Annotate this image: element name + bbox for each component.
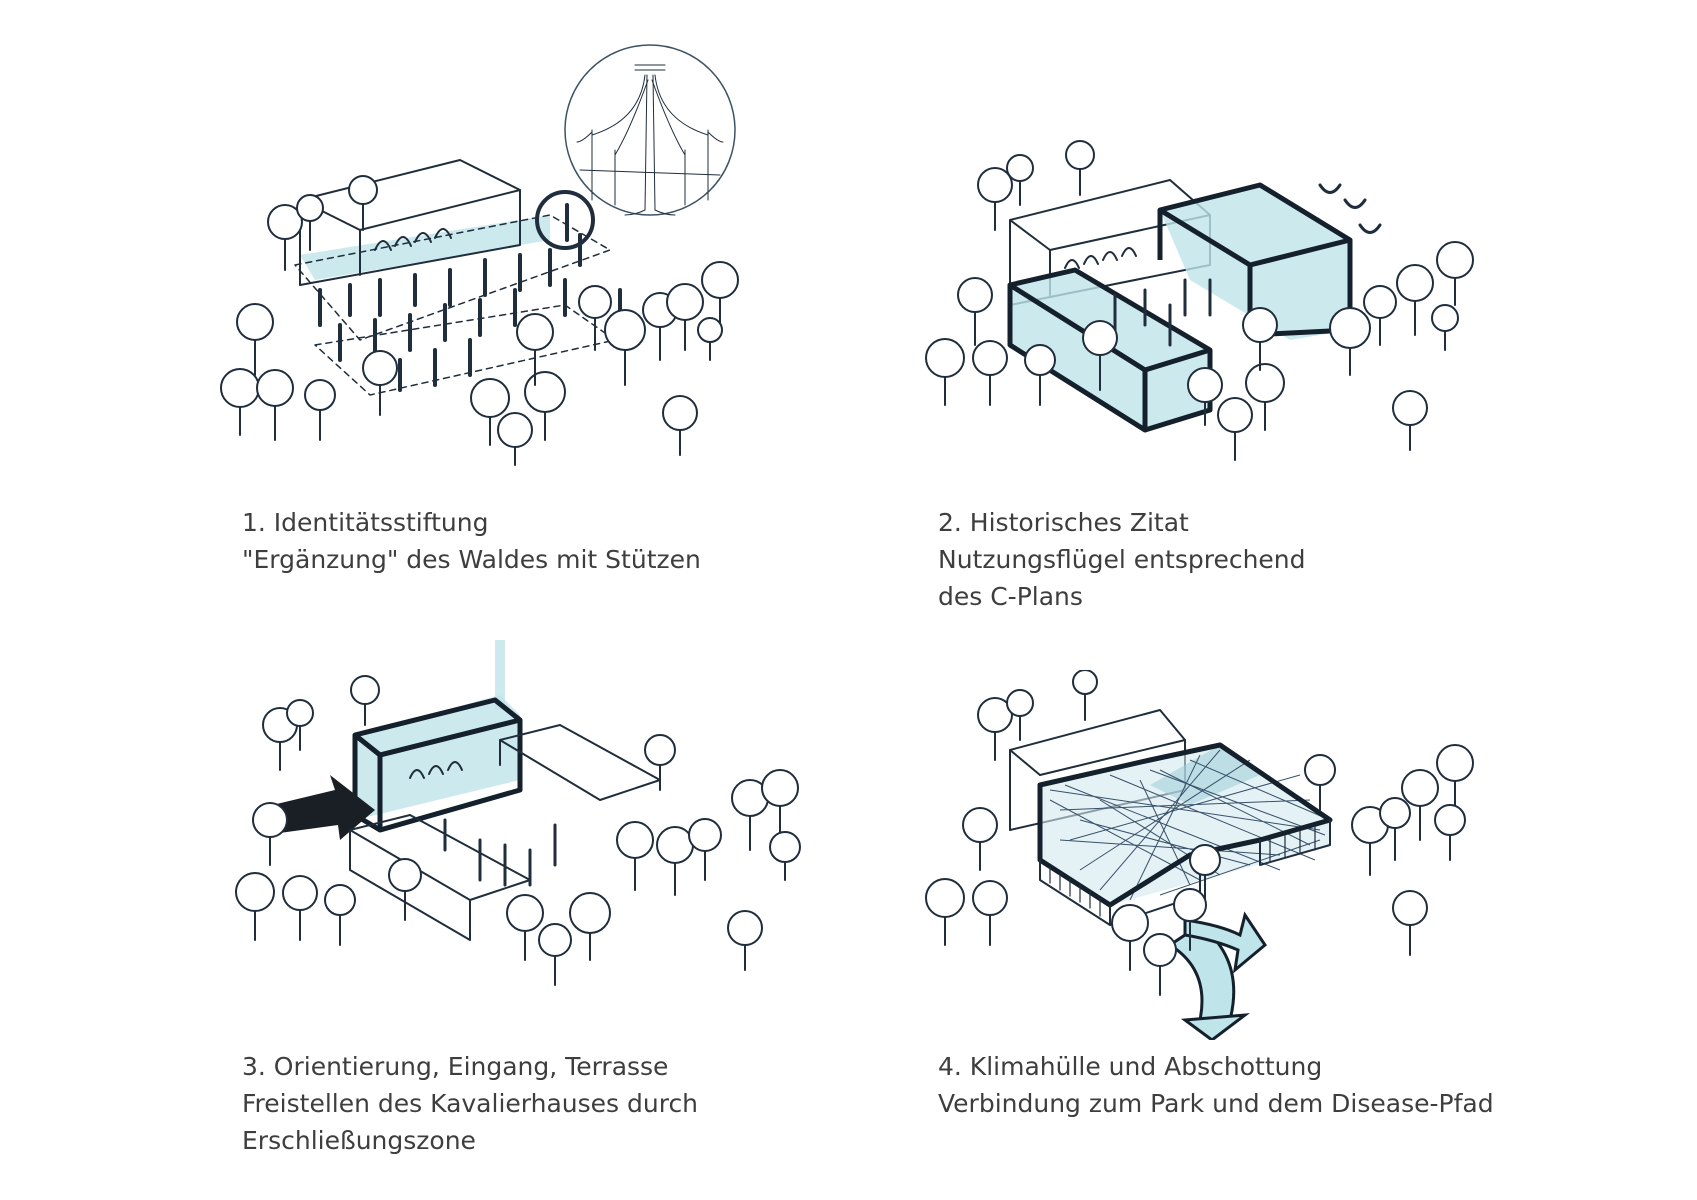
inset-tree-column bbox=[564, 44, 736, 216]
caption-1: 1. Identitätsstiftung "Ergänzung" des Wa… bbox=[242, 504, 701, 578]
caption-3-line-3: Erschließungszone bbox=[242, 1126, 476, 1155]
sketch-3-entrance bbox=[235, 640, 801, 986]
caption-1-title: 1. Identitätsstiftung bbox=[242, 508, 489, 537]
caption-3-title: 3. Orientierung, Eingang, Terrasse bbox=[242, 1052, 669, 1081]
sketch-2-wings bbox=[925, 140, 1474, 461]
caption-2-title: 2. Historisches Zitat bbox=[938, 508, 1189, 537]
caption-4: 4. Klimahülle und Abschottung Verbindung… bbox=[938, 1048, 1494, 1122]
caption-3-line-2: Freistellen des Kavalierhauses durch bbox=[242, 1089, 699, 1118]
caption-2-line-3: des C-Plans bbox=[938, 582, 1083, 611]
caption-4-title: 4. Klimahülle und Abschottung bbox=[938, 1052, 1323, 1081]
caption-2-line-2: Nutzungsflügel entsprechend bbox=[938, 545, 1306, 574]
caption-4-line-2: Verbindung zum Park und dem Disease-Pfad bbox=[938, 1089, 1494, 1118]
caption-2: 2. Historisches Zitat Nutzungsflügel ent… bbox=[938, 504, 1306, 615]
caption-3: 3. Orientierung, Eingang, Terrasse Freis… bbox=[242, 1048, 698, 1159]
sketch-4-climate-envelope bbox=[925, 670, 1474, 1040]
caption-1-line-2: "Ergänzung" des Waldes mit Stützen bbox=[242, 545, 701, 574]
sketch-1-forest-supports bbox=[220, 44, 739, 466]
